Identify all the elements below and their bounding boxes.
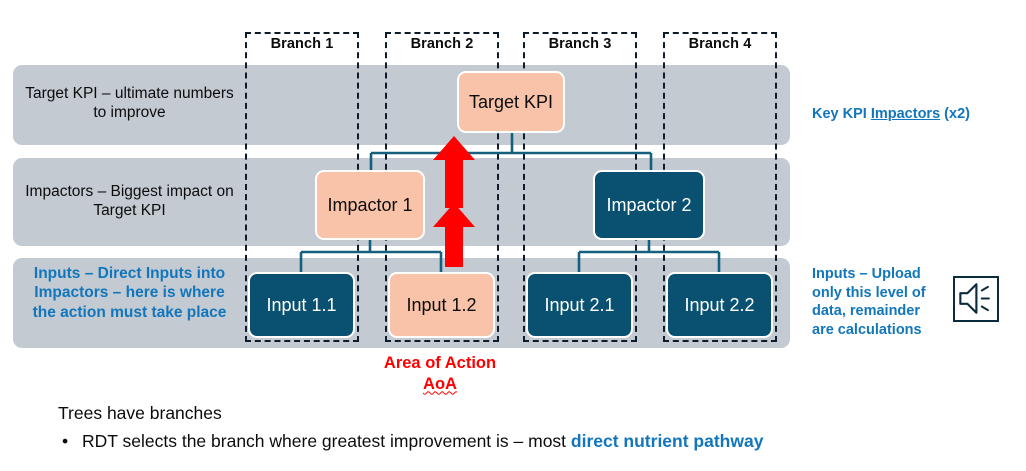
bottom-heading: Trees have branches [58,403,222,423]
node-input-1-1[interactable]: Input 1.1 [248,272,355,338]
red-arrow-upper-icon [433,136,475,208]
note-key-kpi-underlined: Impactors [870,106,941,122]
note-key-kpi-suffix: (x2) [940,106,970,122]
node-input-1-2[interactable]: Input 1.2 [388,272,495,338]
bottom-bullet-prefix: RDT selects the branch where greatest im… [82,431,571,451]
branch-title-1: Branch 1 [270,36,334,52]
speaker-icon[interactable] [953,276,999,322]
callout-line-1: Area of Action [383,354,497,372]
bottom-bullet-text: RDT selects the branch where greatest im… [82,431,763,452]
callout-area-of-action: Area of Action AoA [345,353,535,396]
branch-title-4: Branch 4 [688,36,752,52]
bullet-marker-icon: • [62,431,69,451]
note-key-kpi-prefix: Key KPI [812,106,871,122]
node-impactor-2[interactable]: Impactor 2 [593,170,705,240]
band-label-inputs: Inputs – Direct Inputs into Impactors – … [32,265,227,321]
bottom-bullet-highlight: direct nutrient pathway [570,431,764,451]
band-label-impactors: Impactors – Biggest impact on Target KPI [25,183,234,220]
node-input-2-1[interactable]: Input 2.1 [526,272,633,338]
node-impactor-1[interactable]: Impactor 1 [315,170,425,240]
note-key-kpi-impactors: Key KPI Impactors (x2) [812,105,1017,124]
branch-title-2: Branch 2 [410,36,474,52]
bottom-bullet-row: • RDT selects the branch where greatest … [62,431,763,452]
callout-line-2: AoA [423,375,457,394]
red-arrow-lower-icon [433,203,475,267]
note-inputs-upload: Inputs – Upload only this level of data,… [812,266,926,338]
branch-title-3: Branch 3 [548,36,612,52]
band-label-target-kpi: Target KPI – ultimate numbers to improve [25,85,234,122]
node-target-kpi[interactable]: Target KPI [457,71,565,133]
node-input-2-2[interactable]: Input 2.2 [666,272,773,338]
band-target-kpi [13,65,790,145]
